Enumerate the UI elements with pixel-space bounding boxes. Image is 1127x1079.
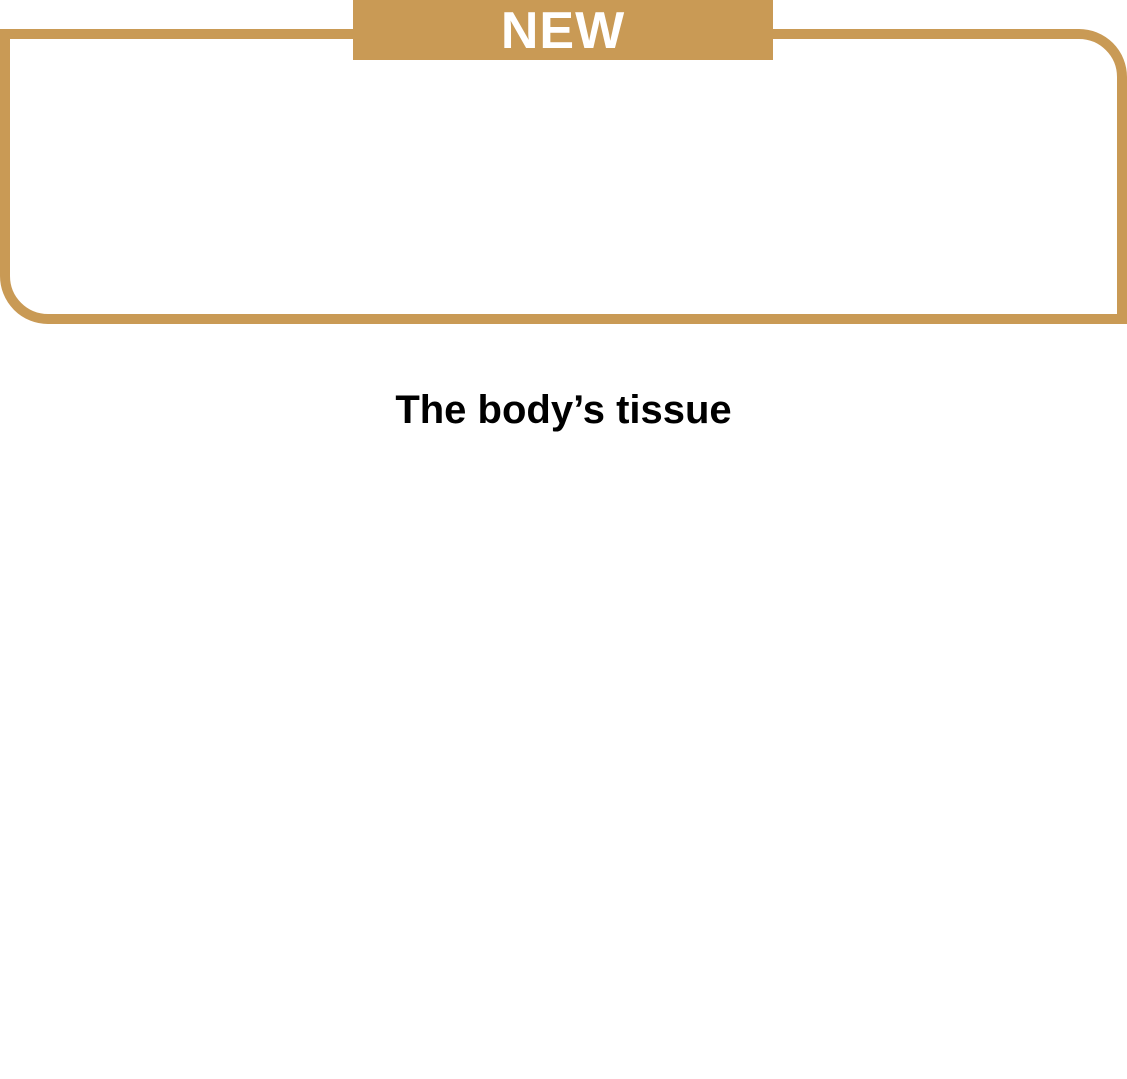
new-badge: NEW xyxy=(353,0,773,60)
page-title: The body’s tissue xyxy=(395,388,732,432)
content-frame xyxy=(0,29,1127,324)
